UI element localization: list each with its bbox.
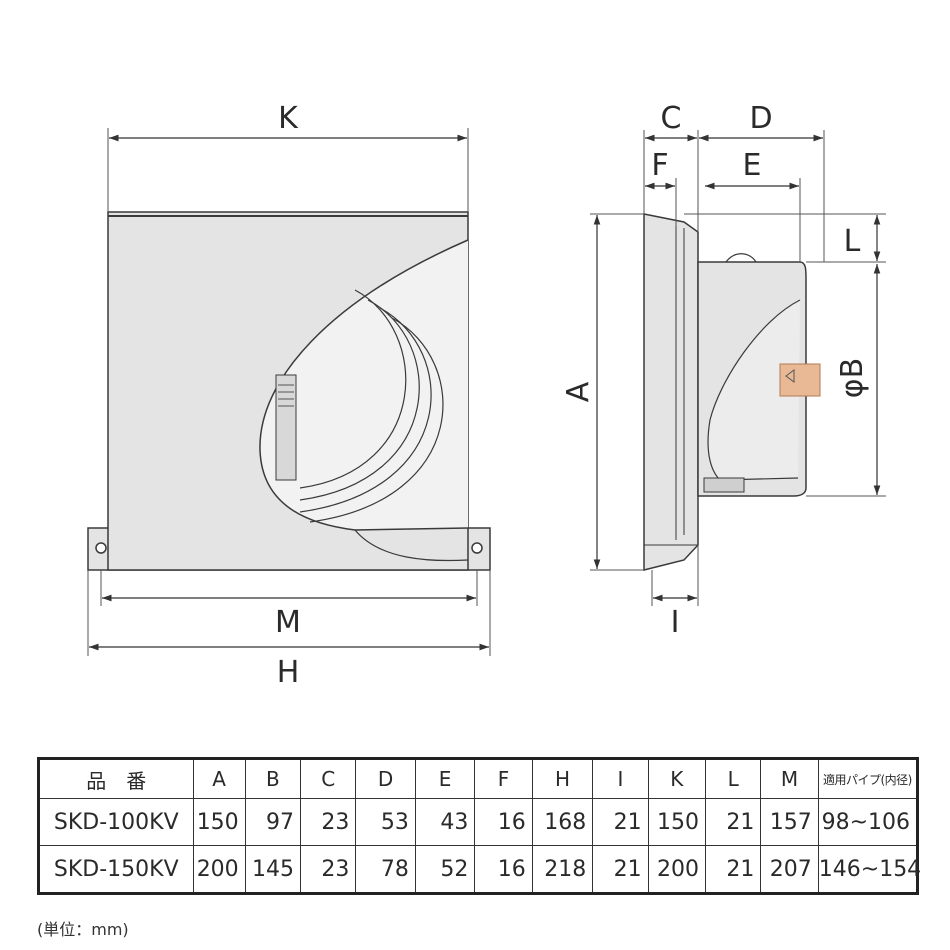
cell-model: SKD-150KV <box>38 845 194 894</box>
header-H: H <box>531 758 594 799</box>
dim-C: C <box>643 101 699 232</box>
label-F: F <box>651 148 668 183</box>
cell-C: 23 <box>300 845 357 894</box>
dim-E: E <box>705 148 801 262</box>
cell-D: 53 <box>355 798 416 846</box>
dim-B: φB <box>806 264 886 497</box>
dim-D: D <box>699 101 825 262</box>
header-A: A <box>192 758 246 799</box>
cell-M: 207 <box>760 845 819 894</box>
label-L: L <box>844 224 861 259</box>
unit-note: (単位：mm) <box>37 920 129 939</box>
cell-L: 21 <box>705 845 762 894</box>
header-I: I <box>592 758 649 799</box>
cover-profile <box>643 213 699 571</box>
cell-E: 43 <box>414 798 476 846</box>
cell-A: 200 <box>192 845 246 894</box>
label-E: E <box>743 148 762 183</box>
dim-M: M <box>100 570 478 640</box>
cell-C: 23 <box>300 798 357 846</box>
dim-H: H <box>87 570 491 690</box>
pipe-tag <box>779 363 821 397</box>
cell-B: 145 <box>244 845 302 894</box>
cell-E: 52 <box>414 845 476 894</box>
front-view: K M H <box>87 101 491 690</box>
header-L: L <box>705 758 762 799</box>
label-H: H <box>277 655 300 690</box>
cell-pipe: 146~154 <box>817 845 921 894</box>
cell-model: SKD-100KV <box>38 798 194 846</box>
cell-pipe: 98~106 <box>817 798 919 846</box>
cell-L: 21 <box>705 798 762 846</box>
specification-table: 品 番 A B C D E F H I K L M 適用パイプ(内径) SKD-… <box>37 757 921 895</box>
cell-B: 97 <box>244 798 302 846</box>
cell-K: 200 <box>647 845 707 894</box>
table-row: SKD-150KV 200 145 23 78 52 16 218 21 200… <box>38 845 921 894</box>
cell-F: 16 <box>474 798 533 846</box>
cell-H: 168 <box>531 798 594 846</box>
label-M: M <box>275 605 301 640</box>
dim-I: I <box>651 545 699 640</box>
header-M: M <box>760 758 819 799</box>
cell-F: 16 <box>474 845 533 894</box>
header-D: D <box>355 758 416 799</box>
cell-I: 21 <box>592 845 649 894</box>
label-D: D <box>749 101 772 136</box>
header-model: 品 番 <box>38 758 194 799</box>
side-view: C D F E A L <box>561 101 886 640</box>
cell-H: 218 <box>531 845 594 894</box>
screw-hole-right <box>471 542 483 554</box>
cell-A: 150 <box>192 798 246 846</box>
damper <box>707 299 801 481</box>
header-F: F <box>474 758 533 799</box>
label-A: A <box>561 381 596 402</box>
header-C: C <box>300 758 357 799</box>
label-I: I <box>671 605 680 640</box>
product-dimension-drawing: K M H <box>87 101 886 690</box>
header-pipe: 適用パイプ(内径) <box>817 758 919 799</box>
screw-hole-left <box>95 542 107 554</box>
header-B: B <box>244 758 302 799</box>
label-C: C <box>661 101 682 136</box>
table-header-row: 品 番 A B C D E F H I K L M 適用パイプ(内径) <box>38 758 919 799</box>
cell-D: 78 <box>355 845 416 894</box>
label-K: K <box>278 101 299 136</box>
header-E: E <box>414 758 476 799</box>
cell-I: 21 <box>592 798 649 846</box>
louver <box>275 374 297 481</box>
label-phi-B: φB <box>835 358 870 398</box>
cell-K: 150 <box>647 798 707 846</box>
header-K: K <box>647 758 707 799</box>
table-row: SKD-100KV 150 97 23 53 43 16 168 21 150 … <box>38 798 919 846</box>
dim-F: F <box>645 148 677 226</box>
dim-A: A <box>561 213 644 571</box>
dim-L: L <box>684 213 886 263</box>
dim-K: K <box>107 101 469 212</box>
cell-M: 157 <box>760 798 819 846</box>
